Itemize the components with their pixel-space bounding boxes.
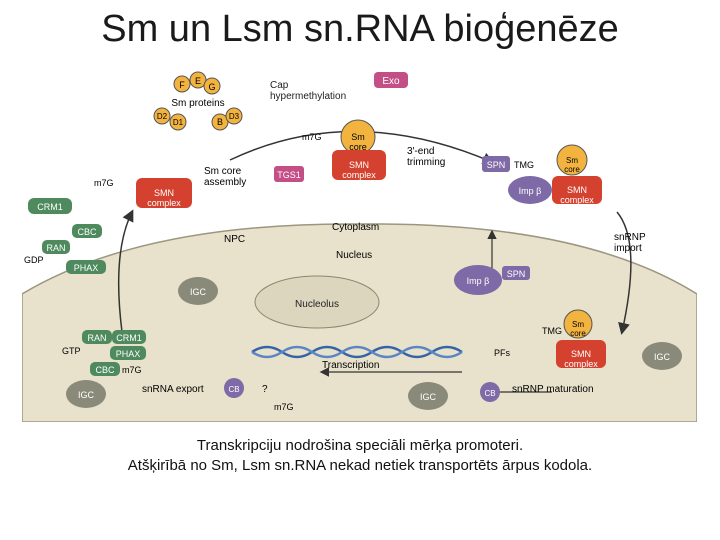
sm-core-right: [556, 144, 588, 176]
svg-text:PHAX: PHAX: [74, 263, 99, 273]
svg-text:GTP: GTP: [62, 346, 81, 356]
slide-title: Sm un Lsm sn.RNA bioģenēze: [101, 8, 619, 50]
svg-text:D1: D1: [173, 118, 184, 127]
svg-text:Nucleus: Nucleus: [336, 250, 372, 261]
svg-text:CB: CB: [484, 389, 495, 398]
smn-complex-center: [332, 150, 386, 180]
caption-line-1: Transkripciju nodrošina speciāli mērķa p…: [196, 437, 524, 454]
smn-complex-left: [136, 178, 192, 208]
svg-text:Transcription: Transcription: [322, 360, 379, 371]
exo-box: [374, 72, 408, 88]
svg-text:m7G: m7G: [274, 402, 294, 412]
smn-complex-nucleus: [556, 340, 606, 368]
svg-text:SPN: SPN: [487, 160, 506, 170]
tgs1-box: [274, 166, 304, 182]
svg-text:CBC: CBC: [95, 365, 115, 375]
svg-text:TGS1: TGS1: [277, 170, 301, 180]
svg-text:IGC: IGC: [190, 287, 207, 297]
svg-text:TMG: TMG: [542, 326, 562, 336]
svg-text:NPC: NPC: [224, 234, 245, 245]
svg-text:RAN: RAN: [87, 333, 106, 343]
svg-text:TMG: TMG: [514, 160, 534, 170]
svg-text:m7G: m7G: [302, 132, 322, 142]
export-arrow: [117, 209, 134, 333]
svg-text:Cytoplasm: Cytoplasm: [332, 222, 379, 233]
svg-text:snRNP maturation: snRNP maturation: [512, 384, 594, 395]
igc-blobs: IGC IGC IGC IGC: [66, 277, 682, 410]
svg-text:G: G: [208, 82, 215, 92]
svg-text:F: F: [179, 80, 185, 90]
svg-text:CRM1: CRM1: [37, 202, 63, 212]
sm-proteins-cluster: F E G D2 D1 B D3 Sm proteins: [153, 71, 243, 131]
svg-text:PHAX: PHAX: [116, 349, 141, 359]
export-proteins-top: CRM1 CBC RAN GDP PHAX: [24, 198, 106, 274]
svg-text:GDP: GDP: [24, 255, 44, 265]
nucleolus-label: Nucleolus: [295, 299, 339, 310]
svg-text:D3: D3: [229, 112, 240, 121]
svg-text:m7G: m7G: [94, 178, 114, 188]
imp-beta-nucleus: [454, 265, 502, 295]
svg-text:PFs: PFs: [494, 348, 511, 358]
svg-text:CB: CB: [228, 385, 239, 394]
nucleolus: [254, 275, 380, 329]
dna-helix: [251, 345, 463, 359]
cajal-body-right: [480, 382, 500, 402]
sm-core-nucleus: [563, 309, 593, 339]
svg-text:B: B: [217, 117, 223, 127]
svg-text:Imp β: Imp β: [519, 186, 542, 196]
svg-text:SPN: SPN: [507, 269, 526, 279]
svg-text:RAN: RAN: [46, 243, 65, 253]
svg-text:m7G: m7G: [122, 365, 142, 375]
import-arrow: [616, 211, 632, 335]
svg-text:IGC: IGC: [420, 392, 437, 402]
svg-text:D2: D2: [157, 112, 168, 121]
svg-text:Exo: Exo: [382, 76, 400, 87]
caption: Transkripciju nodrošina speciāli mērķa p…: [0, 436, 720, 476]
svg-text:Sm proteins: Sm proteins: [171, 98, 224, 109]
cajal-body-left: [224, 378, 244, 398]
svg-text:Imp β: Imp β: [467, 276, 490, 286]
svg-text:IGC: IGC: [78, 390, 95, 400]
spn-box-nucleus: [502, 266, 530, 280]
svg-text:CBC: CBC: [77, 227, 97, 237]
svg-text:?: ?: [262, 384, 268, 395]
svg-text:CRM1: CRM1: [116, 333, 142, 343]
svg-text:snRNA export: snRNA export: [142, 384, 204, 395]
imp-beta-top: [508, 176, 552, 204]
svg-text:IGC: IGC: [654, 352, 671, 362]
snrna-biogenesis-diagram: Nucleolus F E G D2 D1 B D3 Sm proteins E…: [22, 71, 697, 422]
spn-box-top: [482, 156, 510, 172]
smn-complex-right: [552, 176, 602, 204]
export-proteins-nucleus: RAN CRM1 GTP PHAX CBC m7G: [62, 330, 146, 376]
svg-text:E: E: [195, 76, 201, 86]
caption-line-2: Atšķirībā no Sm, Lsm sn.RNA nekad netiek…: [127, 457, 593, 474]
